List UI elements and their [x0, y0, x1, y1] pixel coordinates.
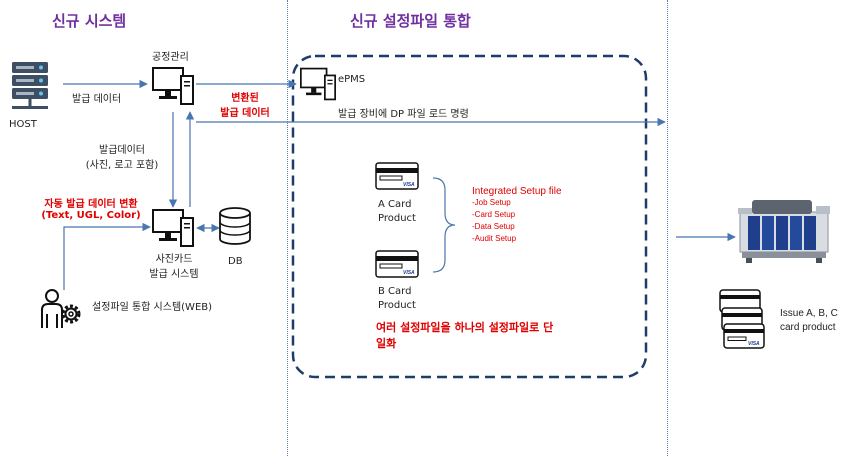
b-card-line2: Product — [378, 300, 416, 311]
b-card-icon: VISA — [375, 250, 419, 278]
a-card-brand: VISA — [403, 182, 415, 188]
integrated-item-data: -Data Setup — [472, 222, 515, 231]
issue-data2-label: 발급데이터 (사진, 로고 포함) — [74, 141, 170, 171]
a-card-line1: A Card — [378, 199, 412, 210]
card-printer-icon — [738, 200, 830, 263]
b-card-brand: VISA — [403, 270, 415, 276]
database-icon — [219, 207, 251, 245]
a-card-label: A Card Product — [378, 198, 416, 226]
integrated-item-job: -Job Setup — [472, 198, 511, 207]
integrated-item-audit: -Audit Setup — [472, 234, 517, 243]
integrated-item-card: -Card Setup — [472, 210, 516, 219]
issue-label: Issue A, B, C card product — [780, 307, 838, 335]
converted-data-label: 변환된 발급 데이터 — [206, 89, 284, 119]
left-section-title: 신규 시스템 — [52, 12, 127, 30]
process-mgmt-label: 공정관리 — [152, 52, 189, 63]
server-icon — [12, 62, 48, 109]
epms-computer-icon — [300, 67, 336, 101]
issue-data-label: 발급 데이터 — [72, 94, 122, 105]
user-gear-icon — [41, 289, 81, 328]
auto-convert-line2: (Text, UGL, Color) — [41, 210, 141, 221]
photocard-line2: 발급 시스템 — [149, 269, 199, 280]
issue-line2: card product — [780, 322, 836, 333]
photocard-line1: 사진카드 — [155, 254, 193, 265]
a-card-icon: VISA — [375, 162, 419, 190]
integration-box — [291, 54, 648, 379]
issue-line1: Issue A, B, C — [780, 308, 838, 319]
photocard-system-label: 사진카드 발급 시스템 — [134, 250, 214, 280]
stack-card-brand: VISA — [748, 341, 760, 347]
db-label: DB — [228, 256, 243, 267]
photocard-computer-icon — [152, 209, 194, 247]
host-label: HOST — [9, 119, 37, 130]
right-section-title: 신규 설정파일 통합 — [350, 12, 471, 30]
auto-convert-line1: 자동 발급 데이터 변환 — [44, 199, 138, 210]
web-system-label: 설정파일 통합 시스템(WEB) — [92, 302, 213, 313]
b-card-label: B Card Product — [378, 285, 416, 313]
arrow-web-to-photocard — [63, 222, 151, 290]
issue-data2-line1: 발급데이터 — [99, 145, 145, 156]
issue-data2-line2: (사진, 로고 포함) — [85, 160, 159, 171]
auto-convert-label: 자동 발급 데이터 변환 (Text, UGL, Color) — [26, 195, 156, 221]
process-computer-icon — [152, 67, 194, 105]
separator-left — [287, 0, 288, 456]
load-command-label: 발급 장비에 DP 파일 로드 명령 — [338, 109, 469, 120]
integrated-setup: Integrated Setup file -Job Setup -Card S… — [472, 186, 562, 245]
unify-note-line1: 여러 설정파일을 하나의 설정파일로 단 — [376, 321, 554, 334]
integrated-setup-title: Integrated Setup file — [472, 186, 562, 197]
converted-data-line2: 발급 데이터 — [220, 108, 270, 119]
epms-label: ePMS — [338, 74, 366, 85]
curly-brace — [432, 177, 456, 273]
b-card-line1: B Card — [378, 286, 412, 297]
converted-data-line1: 변환된 — [231, 93, 259, 104]
a-card-line2: Product — [378, 213, 416, 224]
unify-note-line2: 일화 — [376, 337, 397, 350]
separator-right — [667, 0, 668, 456]
unify-note: 여러 설정파일을 하나의 설정파일로 단 일화 — [376, 320, 553, 352]
card-stack-icon: VISA — [719, 289, 765, 349]
